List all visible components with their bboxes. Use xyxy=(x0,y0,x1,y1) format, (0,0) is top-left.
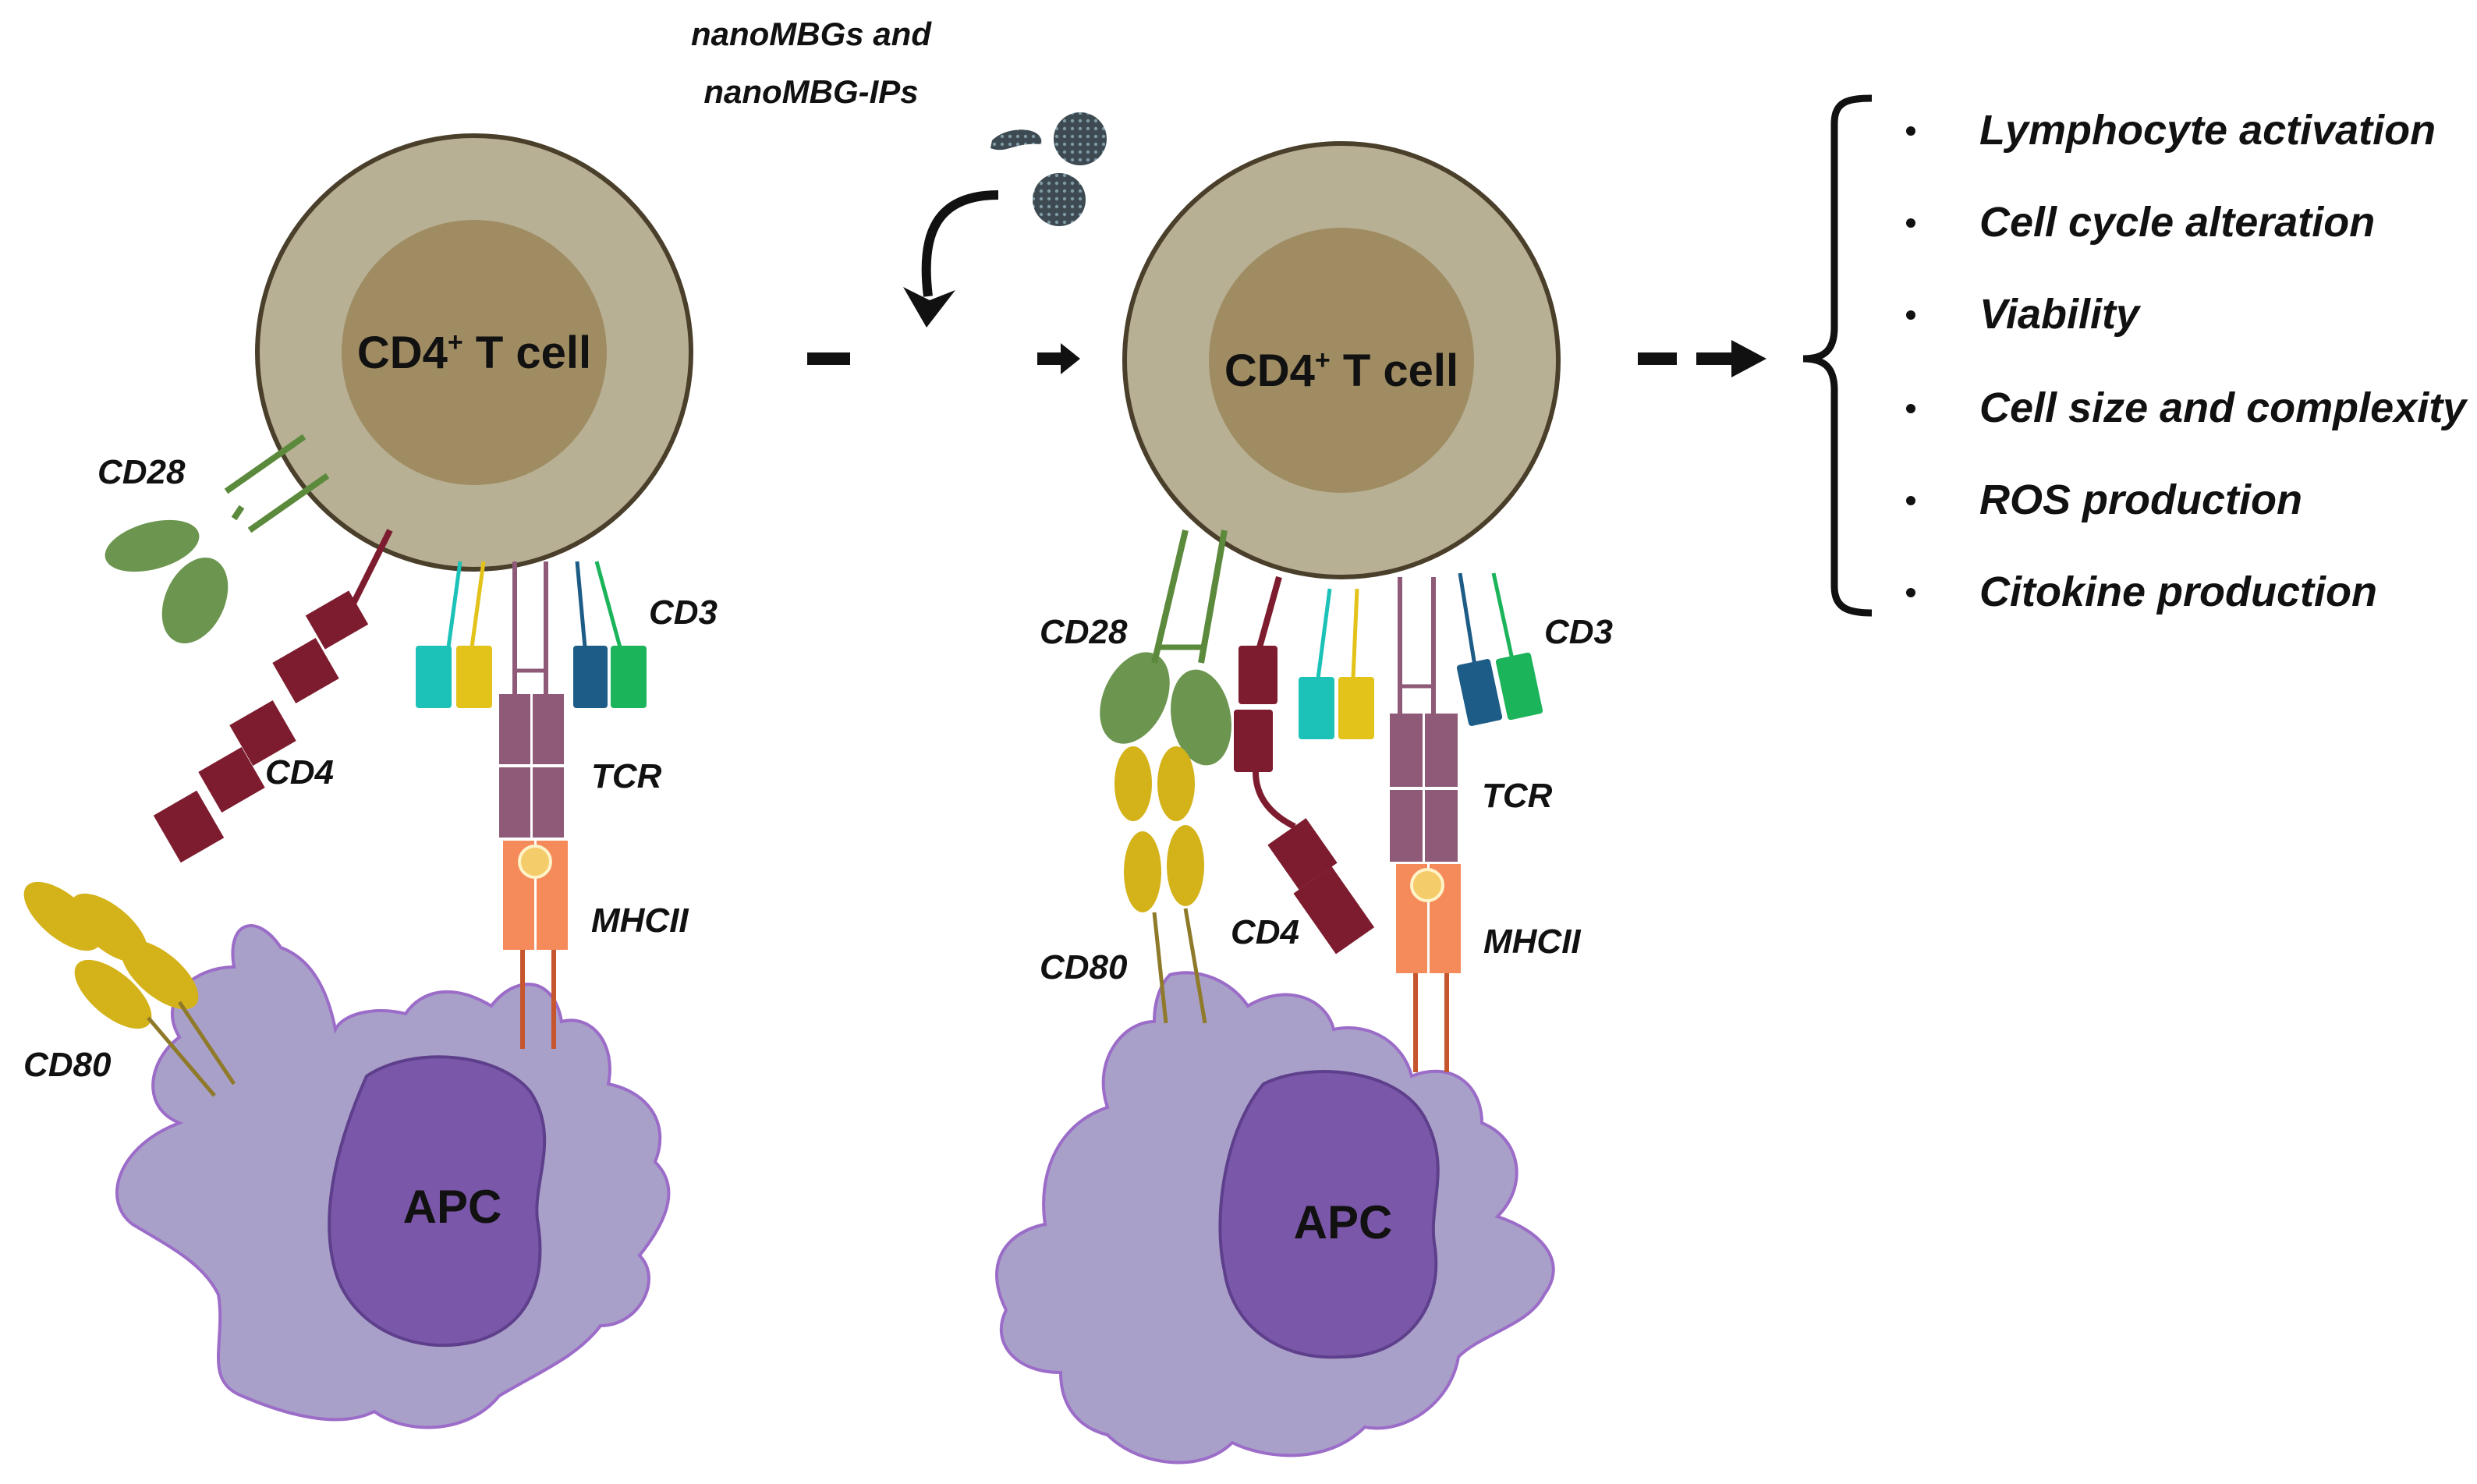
effect-item: Viability xyxy=(1906,291,2142,338)
right-mhcii-label: MHCII xyxy=(1483,923,1581,961)
nanoparticle-treatment: nanoMBGs and nanoMBG-IPs xyxy=(691,16,1107,328)
right-tcell-nucleus xyxy=(1209,228,1474,493)
right-tcr xyxy=(1390,577,1458,862)
treatment-arrowhead xyxy=(903,287,955,328)
nanoparticle-2 xyxy=(1033,173,1086,226)
left-panel: APC CD4+ T cell CD28 CD4 xyxy=(23,133,718,1429)
bullet xyxy=(1906,126,1915,136)
effect-item: ROS production xyxy=(1906,476,2302,523)
left-mhcii xyxy=(503,841,568,1049)
bullet xyxy=(1906,588,1915,597)
effects-list: Lymphocyte activation Cell cycle alterat… xyxy=(1906,107,2468,615)
left-cd80 xyxy=(23,881,236,1097)
left-cd4-label: CD4 xyxy=(265,753,334,792)
effects-arrow xyxy=(1638,340,1767,377)
right-cd80 xyxy=(1114,746,1207,1024)
left-cd28-label: CD28 xyxy=(97,453,186,491)
effect-label: Cell cycle alteration xyxy=(1979,199,2375,246)
left-cd28-receptor xyxy=(105,434,330,643)
effect-label: Lymphocyte activation xyxy=(1979,107,2436,154)
right-cd4-label: CD4 xyxy=(1231,913,1299,951)
effect-label: ROS production xyxy=(1979,476,2302,523)
right-tcr-label: TCR xyxy=(1482,777,1553,815)
treatment-arrow-curve xyxy=(921,190,999,297)
left-cd3-complex xyxy=(416,561,647,708)
effect-item: Lymphocyte activation xyxy=(1906,107,2436,154)
right-cd28-receptor xyxy=(1100,529,1231,766)
effect-label: Viability xyxy=(1979,291,2142,338)
nanoparticle-label-line1: nanoMBGs and xyxy=(691,16,932,52)
right-tcell-label: CD4+ T cell xyxy=(1224,345,1458,396)
left-tcr-label: TCR xyxy=(591,757,662,795)
left-apc-label: APC xyxy=(403,1181,502,1233)
bullet xyxy=(1906,218,1915,228)
transition-arrow xyxy=(807,343,1080,374)
left-cd80-label: CD80 xyxy=(23,1046,112,1084)
nanoparticle-1 xyxy=(1054,112,1107,165)
effect-item: Citokine production xyxy=(1906,568,2377,615)
right-cd3-complex xyxy=(1299,572,1543,739)
left-apc: APC xyxy=(115,924,671,1429)
bullet xyxy=(1906,404,1915,413)
left-peptide xyxy=(518,845,552,879)
left-cd4-receptor xyxy=(153,529,393,863)
effect-label: Cell size and complexity xyxy=(1979,384,2468,431)
right-cd80-label: CD80 xyxy=(1040,948,1128,986)
right-mhcii xyxy=(1396,864,1461,1072)
effect-item: Cell size and complexity xyxy=(1906,384,2468,431)
left-tcr xyxy=(499,561,564,838)
effect-item: Cell cycle alteration xyxy=(1906,199,2375,246)
effect-label: Citokine production xyxy=(1979,568,2377,615)
right-cd28-label: CD28 xyxy=(1040,613,1128,651)
left-tcell-label: CD4+ T cell xyxy=(357,328,591,378)
right-apc: APC xyxy=(995,971,1555,1465)
right-apc-nucleus xyxy=(1218,1070,1440,1359)
right-peptide xyxy=(1410,868,1444,902)
left-mhcii-label: MHCII xyxy=(591,901,689,940)
right-cd4-receptor xyxy=(1234,576,1375,955)
right-apc-label: APC xyxy=(1294,1196,1393,1248)
effects-brace xyxy=(1802,94,1873,617)
right-cd3-label: CD3 xyxy=(1544,613,1613,651)
left-tcell-nucleus xyxy=(342,220,607,485)
left-apc-nucleus xyxy=(328,1055,547,1348)
right-tcell: CD4+ T cell xyxy=(1122,141,1561,579)
nanoparticle-small xyxy=(990,129,1042,151)
left-cd3-label: CD3 xyxy=(649,593,718,632)
nanoparticle-label-line2: nanoMBG-IPs xyxy=(703,73,918,110)
right-panel: APC CD4+ T cell CD28 CD4 xyxy=(995,141,1613,1465)
bullet xyxy=(1906,310,1915,320)
bullet xyxy=(1906,496,1915,505)
left-tcell: CD4+ T cell xyxy=(255,133,693,572)
